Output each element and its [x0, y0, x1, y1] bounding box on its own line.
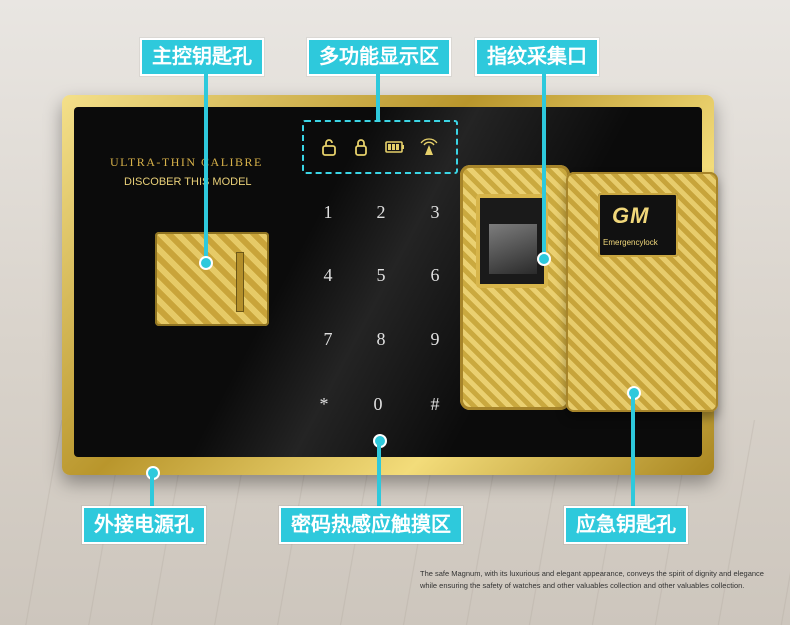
lock-icon	[350, 137, 372, 157]
multi-function-display	[302, 120, 458, 174]
battery-icon	[384, 137, 406, 157]
emergency-badge	[598, 193, 678, 257]
signal-icon	[418, 137, 440, 157]
callout-power: 外接电源孔	[82, 506, 206, 544]
emergency-label: Emergencylock	[603, 238, 658, 247]
keypad-key-8[interactable]: 8	[376, 329, 386, 349]
callout-touch-area: 密码热感应触摸区	[279, 506, 463, 544]
keypad-key-2[interactable]: 2	[376, 202, 386, 222]
marker-fingerprint	[537, 252, 551, 266]
main-keyhole[interactable]	[155, 232, 269, 326]
leader-line-touch-area	[377, 444, 381, 506]
main-key-slot	[236, 252, 244, 312]
brand-logo: GM	[612, 203, 650, 228]
fingerprint-sensor[interactable]	[489, 224, 537, 274]
description-text: The safe Magnum, with its luxurious and …	[420, 569, 764, 590]
keypad-key-1[interactable]: 1	[323, 202, 333, 222]
brand-line-2: DISCOBER THIS MODEL	[124, 176, 252, 188]
marker-main-keyhole	[199, 256, 213, 270]
callout-fingerprint: 指纹采集口	[475, 38, 599, 76]
leader-line-fingerprint	[542, 74, 546, 256]
leader-line-power	[150, 476, 154, 506]
keypad-key-4[interactable]: 4	[323, 265, 333, 285]
callout-main-keyhole: 主控钥匙孔	[140, 38, 264, 76]
keypad-key-6[interactable]: 6	[430, 265, 440, 285]
leader-line-display-area	[376, 74, 380, 120]
unlock-icon	[318, 137, 340, 157]
keypad-key-star[interactable]: *	[319, 394, 329, 414]
leader-line-main-keyhole	[204, 74, 208, 262]
keypad-key-0[interactable]: 0	[373, 394, 383, 414]
keypad-key-5[interactable]: 5	[376, 265, 386, 285]
keypad-key-hash[interactable]: #	[430, 394, 440, 414]
keypad-key-3[interactable]: 3	[430, 202, 440, 222]
keypad-key-7[interactable]: 7	[323, 329, 333, 349]
leader-line-emergency-keyhole	[631, 396, 635, 506]
brand-line-1: ULTRA-THIN CALIBRE	[110, 155, 263, 169]
callout-display-area: 多功能显示区	[307, 38, 451, 76]
keypad-key-9[interactable]: 9	[430, 329, 440, 349]
callout-emergency-keyhole: 应急钥匙孔	[564, 506, 688, 544]
